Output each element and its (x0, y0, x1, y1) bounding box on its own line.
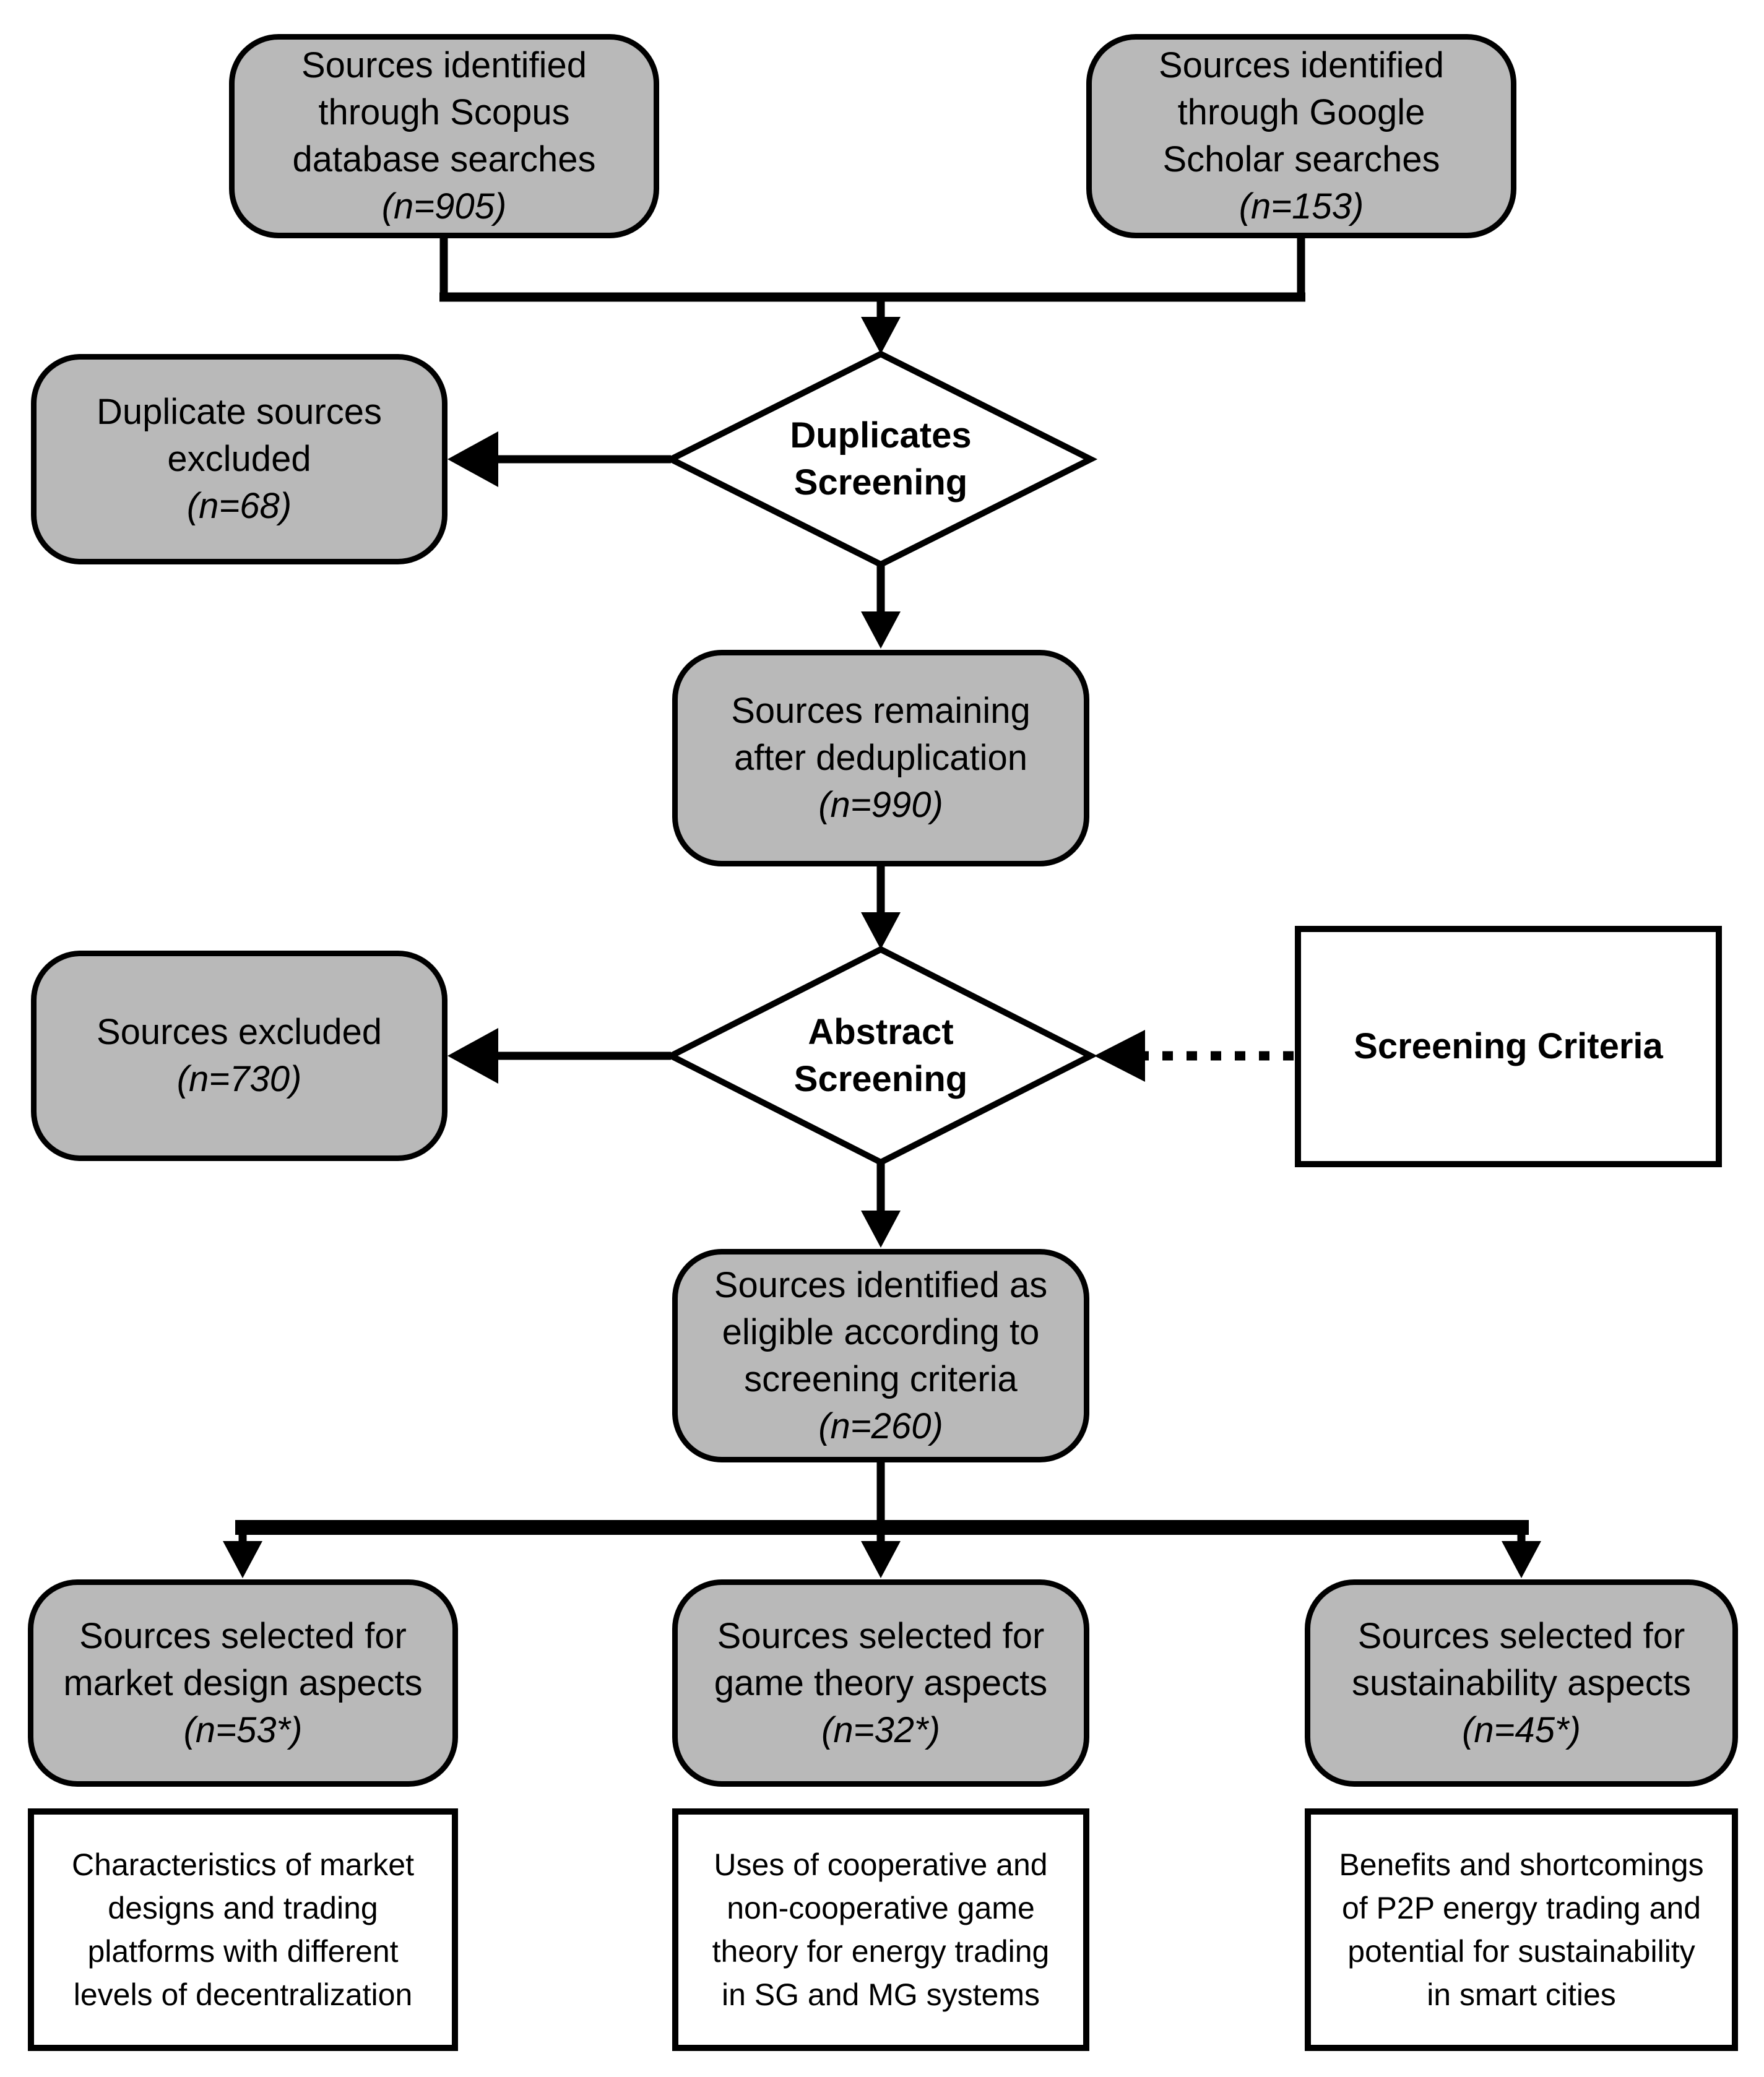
node-duplicate-excluded-label: Duplicate sources excluded (97, 392, 382, 479)
node-game-selected: Sources selected for game theory aspects… (672, 1579, 1089, 1787)
node-duplicate-excluded: Duplicate sources excluded (n=68) (31, 354, 447, 564)
sustainability-description-text: Benefits and shortcomings of P2P energy … (1339, 1847, 1704, 2012)
node-eligible: Sources identified as eligible according… (672, 1249, 1089, 1462)
arrow-to-sustainability (1502, 1527, 1541, 1578)
node-sources-excluded-count: (n=730) (176, 1059, 302, 1099)
market-description-text: Characteristics of market designs and tr… (72, 1847, 414, 2012)
node-game-count: (n=32*) (821, 1709, 940, 1750)
arrow-to-game (861, 1527, 901, 1578)
node-duplicate-excluded-count: (n=68) (186, 486, 292, 526)
node-scopus-count: (n=905) (381, 186, 507, 227)
node-sustainability-selected: Sources selected for sustainability aspe… (1305, 1579, 1738, 1787)
node-google-label: Sources identified through Google Schola… (1158, 45, 1445, 179)
node-remaining-count: (n=990) (818, 785, 943, 825)
node-google-count: (n=153) (1239, 186, 1364, 227)
node-google-sources: Sources identified through Google Schola… (1086, 34, 1516, 238)
arrow-to-sources-excluded (447, 1028, 671, 1084)
node-market-count: (n=53*) (183, 1709, 303, 1750)
node-scopus-label: Sources identified through Scopus databa… (292, 45, 596, 179)
node-game-label: Sources selected for game theory aspects (714, 1615, 1048, 1703)
node-remaining: Sources remaining after deduplication (n… (672, 650, 1089, 866)
node-sources-excluded-label: Sources excluded (96, 1012, 383, 1052)
node-eligible-count: (n=260) (818, 1406, 943, 1446)
arrow-to-duplicate-excluded (447, 431, 671, 487)
node-market-description: Characteristics of market designs and tr… (28, 1808, 458, 2051)
node-remaining-label: Sources remaining after deduplication (731, 691, 1031, 778)
arrow-to-abstract-diamond (861, 866, 901, 949)
node-market-selected: Sources selected for market design aspec… (28, 1579, 458, 1787)
node-market-label: Sources selected for market design aspec… (63, 1615, 423, 1703)
abstract-screening-label: Abstract Screening (793, 1012, 968, 1099)
arrow-to-market (223, 1527, 262, 1578)
node-eligible-label: Sources identified as eligible according… (714, 1264, 1048, 1399)
distributor-bar (235, 1462, 1529, 1535)
node-sustainability-count: (n=45*) (1462, 1709, 1581, 1750)
node-screening-criteria: Screening Criteria (1295, 926, 1722, 1167)
arrow-to-eligible (861, 1162, 901, 1248)
node-scopus-sources: Sources identified through Scopus databa… (229, 34, 659, 238)
duplicates-screening-label: Duplicates Screening (790, 415, 972, 503)
arrow-to-remaining (861, 564, 901, 649)
scopus-merge-connector (439, 237, 1305, 302)
arrow-to-duplicates-diamond (861, 297, 901, 354)
dotted-arrow-screening-criteria (1094, 1030, 1294, 1082)
node-sources-excluded: Sources excluded (n=730) (31, 951, 447, 1161)
node-game-description: Uses of cooperative and non-cooperative … (672, 1808, 1089, 2051)
screening-criteria-label: Screening Criteria (1354, 1026, 1663, 1066)
game-description-text: Uses of cooperative and non-cooperative … (712, 1847, 1050, 2012)
node-sustainability-description: Benefits and shortcomings of P2P energy … (1305, 1808, 1738, 2051)
node-sustainability-label: Sources selected for sustainability aspe… (1351, 1615, 1692, 1703)
